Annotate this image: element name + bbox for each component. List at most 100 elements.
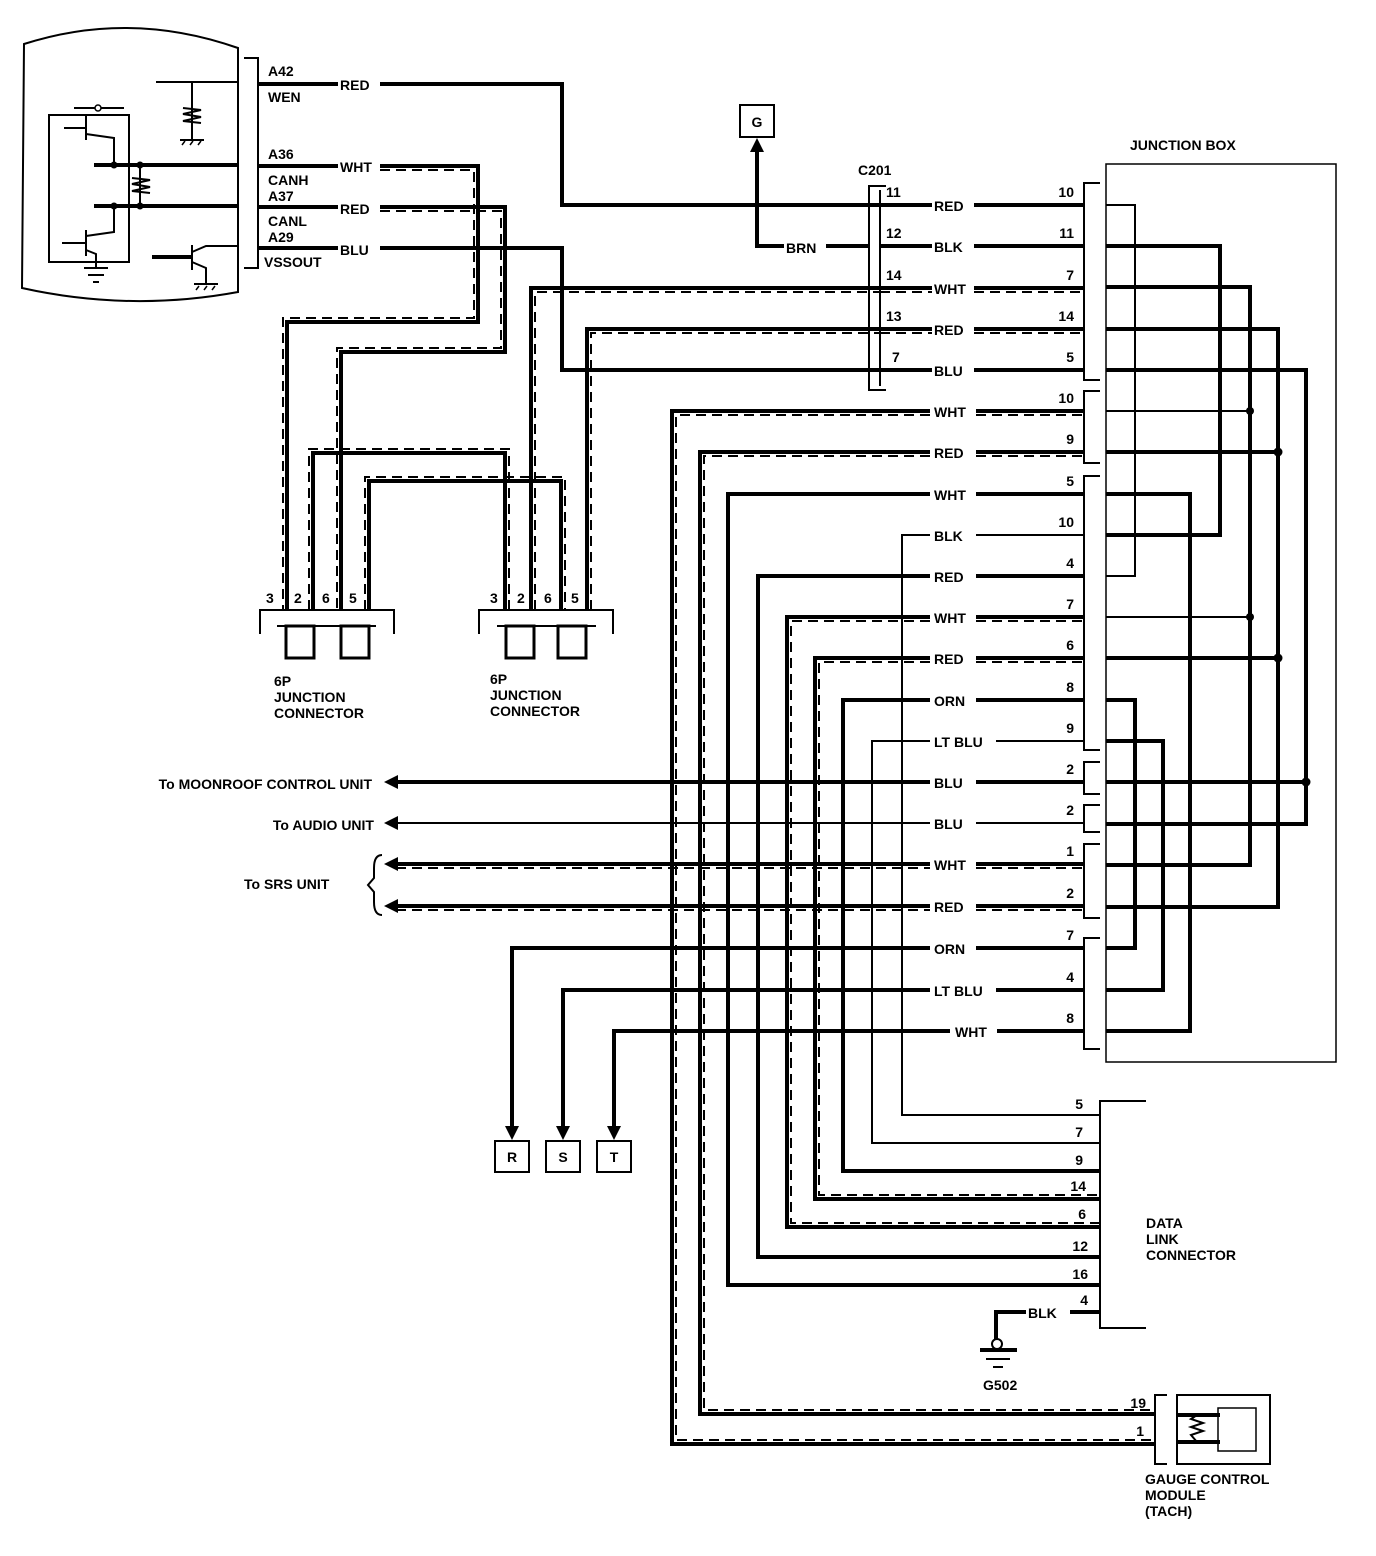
destination-wires: To MOONROOF CONTROL UNIT To AUDIO UNIT T…	[159, 775, 950, 1126]
jb-wire-color: LT BLU	[934, 734, 983, 750]
jb-pin: 2	[1066, 802, 1074, 818]
ecm-wire-red-a37: RED	[340, 201, 370, 217]
arrow-down-icon	[556, 1126, 570, 1140]
jb-pin: 9	[1066, 720, 1074, 736]
jb-wire-color: BLK	[934, 528, 963, 544]
ecm-connector-bracket	[244, 57, 259, 269]
jc2-pin-5: 5	[571, 590, 579, 606]
ecm-signal-canh: CANH	[268, 172, 308, 188]
ecm-wire-red-a42: RED	[340, 77, 370, 93]
junction-box-title: JUNCTION BOX	[1130, 137, 1236, 153]
ref-t: T	[610, 1149, 619, 1165]
dest-moonroof: To MOONROOF CONTROL UNIT	[159, 776, 373, 792]
c201-left-wires	[529, 286, 880, 610]
wire-brn-label: BRN	[786, 240, 816, 256]
dest-audio: To AUDIO UNIT	[273, 817, 375, 833]
jc2-pin-6: 6	[544, 590, 552, 606]
jb-pin: 8	[1066, 1010, 1074, 1026]
junction-box-row: ORN 7	[934, 927, 1084, 957]
ground-label-g502: G502	[983, 1377, 1017, 1393]
jb-pin: 7	[1066, 267, 1074, 283]
jb-wire-color: ORN	[934, 693, 965, 709]
jb-wire-color: WHT	[934, 404, 966, 420]
c201-wire-color: RED	[934, 322, 964, 338]
gauge-label-line3: (TACH)	[1145, 1503, 1192, 1519]
wire-wht-canh	[285, 164, 480, 610]
c201-pin: 7	[892, 349, 900, 365]
dlc-label-line3: CONNECTOR	[1146, 1247, 1236, 1263]
ref-g: G BRN	[739, 104, 868, 256]
junction-box: JUNCTION BOX	[1083, 137, 1337, 1063]
ecm-pin-a37: A37	[268, 188, 294, 204]
ecm-signal-wen: WEN	[268, 89, 301, 105]
jb-wire-color: WHT	[934, 610, 966, 626]
jc1-pin-2: 2	[294, 590, 302, 606]
jb-wire-color: WHT	[955, 1024, 987, 1040]
dlc-pin-4: 4	[1080, 1292, 1088, 1308]
jb-pin: 7	[1066, 927, 1074, 943]
gauge-pin-19: 19	[1130, 1395, 1146, 1411]
junction-connector-bridges	[308, 448, 566, 610]
c201-wire-color: RED	[934, 198, 964, 214]
junction-connector-1: 3 2 6 5 6P JUNCTION CONNECTOR	[259, 590, 395, 721]
jc2-label-line2: JUNCTION	[490, 687, 562, 703]
resistor-icon	[1187, 1414, 1207, 1443]
jb-pin: 10	[1058, 184, 1074, 200]
c201-wire-color: WHT	[934, 281, 966, 297]
junction-box-row: RED 6	[934, 637, 1084, 667]
ground-icon	[980, 1338, 1017, 1368]
ecm-pin-a36: A36	[268, 146, 294, 162]
jb-pin: 6	[1066, 637, 1074, 653]
junction-connector-2: 3 2 6 5 6P JUNCTION CONNECTOR	[478, 590, 614, 719]
ref-r: R	[507, 1149, 517, 1165]
jc2-label-line3: CONNECTOR	[490, 703, 580, 719]
dlc-pin-12: 12	[1072, 1238, 1088, 1254]
jb-wire-color: BLU	[934, 775, 963, 791]
jb-pin: 9	[1066, 431, 1074, 447]
arrow-down-icon	[607, 1126, 621, 1140]
ecm-wire-wht-a36: WHT	[340, 159, 372, 175]
jc1-label-line3: CONNECTOR	[274, 705, 364, 721]
dlc-label-line2: LINK	[1146, 1231, 1179, 1247]
jb-pin: 7	[1066, 596, 1074, 612]
jb-pin: 10	[1058, 514, 1074, 530]
dlc-pin-7: 7	[1075, 1124, 1083, 1140]
jb-pin: 5	[1066, 349, 1074, 365]
dest-srs: To SRS UNIT	[244, 876, 330, 892]
jc1-label-line1: 6P	[274, 673, 291, 689]
wire-red-canl	[339, 205, 507, 610]
jc1-pin-6: 6	[322, 590, 330, 606]
junction-box-outline	[1105, 163, 1337, 1063]
jb-pin: 10	[1058, 390, 1074, 406]
jc2-pin-3: 3	[490, 590, 498, 606]
wire-wht-c201-14	[529, 286, 880, 610]
jb-wire-color: WHT	[934, 857, 966, 873]
jb-pin: 5	[1066, 473, 1074, 489]
ecm-block: A42 WEN A36 CANH A37 CANL A29 VSSOUT RED…	[20, 26, 372, 303]
junction-box-row: BLK 10	[934, 514, 1084, 544]
arrow-down-icon	[505, 1126, 519, 1140]
jb-pin: 8	[1066, 679, 1074, 695]
feeder-wires	[670, 409, 1155, 1446]
jc1-pin-5: 5	[349, 590, 357, 606]
arrow-left-icon	[384, 775, 398, 789]
jc1-label-line2: JUNCTION	[274, 689, 346, 705]
arrow-up-icon	[750, 138, 764, 152]
junction-box-row: LT BLU 9	[934, 720, 1084, 750]
jb-wire-color: RED	[934, 651, 964, 667]
c201-wire-color: BLU	[934, 363, 963, 379]
c201-label: C201	[858, 162, 892, 178]
gauge-label-line2: MODULE	[1145, 1487, 1206, 1503]
jb-wire-color: ORN	[934, 941, 965, 957]
